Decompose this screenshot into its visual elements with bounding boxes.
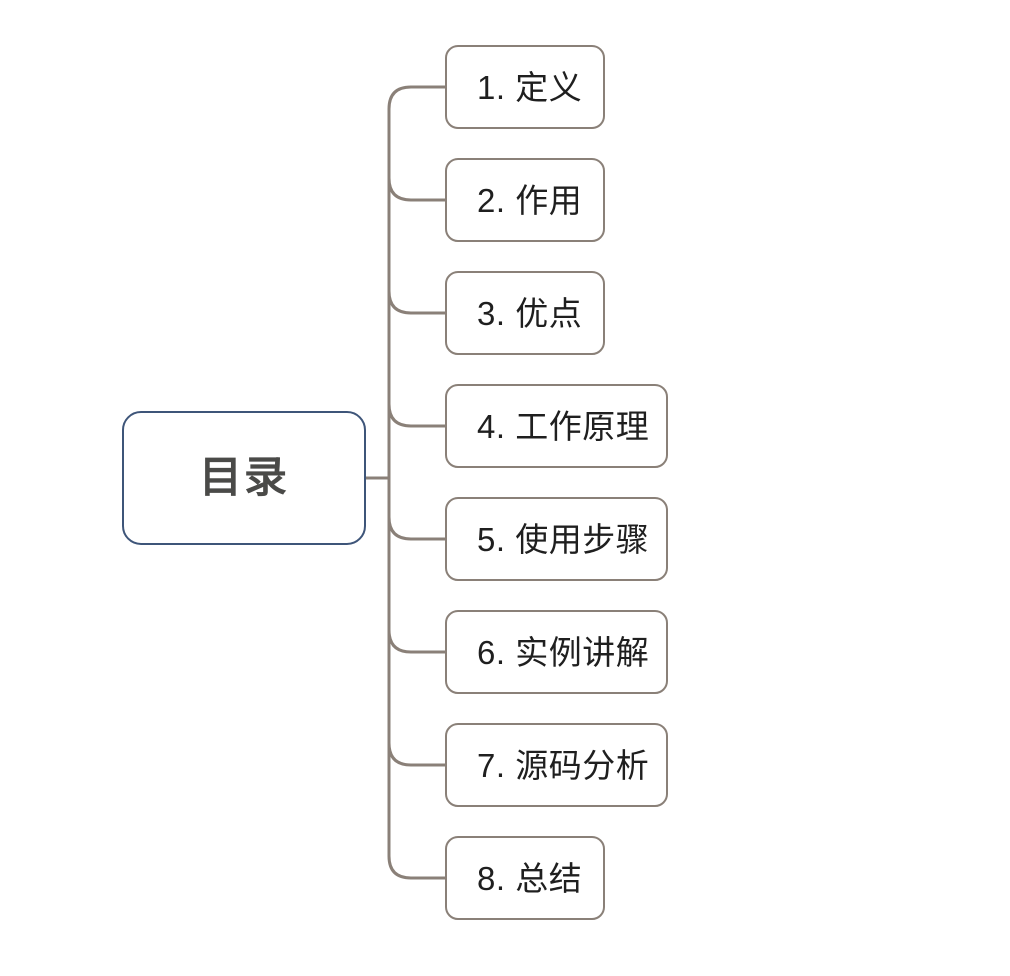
child-node-3-label: 3. 优点 bbox=[477, 294, 583, 332]
connector-branch-4 bbox=[387, 403, 445, 428]
child-node-3[interactable]: 3. 优点 bbox=[445, 271, 605, 355]
connector-branch-3 bbox=[387, 290, 445, 315]
child-node-6-label: 6. 实例讲解 bbox=[477, 633, 650, 671]
child-node-6[interactable]: 6. 实例讲解 bbox=[445, 610, 668, 694]
root-node-mulu[interactable]: 目录 bbox=[122, 411, 366, 545]
root-node-label: 目录 bbox=[199, 453, 289, 502]
child-node-8-label: 8. 总结 bbox=[477, 859, 583, 897]
child-node-2-label: 2. 作用 bbox=[477, 181, 583, 219]
child-node-7-label: 7. 源码分析 bbox=[477, 746, 650, 784]
child-node-4[interactable]: 4. 工作原理 bbox=[445, 384, 668, 468]
connector-branch-1 bbox=[387, 85, 445, 110]
child-node-7[interactable]: 7. 源码分析 bbox=[445, 723, 668, 807]
child-node-1[interactable]: 1. 定义 bbox=[445, 45, 605, 129]
connector-branch-5 bbox=[387, 516, 445, 541]
child-node-1-label: 1. 定义 bbox=[477, 68, 583, 106]
connector-branch-6 bbox=[387, 629, 445, 654]
child-node-4-label: 4. 工作原理 bbox=[477, 407, 650, 445]
child-node-8[interactable]: 8. 总结 bbox=[445, 836, 605, 920]
child-node-2[interactable]: 2. 作用 bbox=[445, 158, 605, 242]
child-node-5[interactable]: 5. 使用步骤 bbox=[445, 497, 668, 581]
connector-branch-7 bbox=[387, 742, 445, 767]
connector-branch-8 bbox=[387, 855, 445, 880]
child-node-5-label: 5. 使用步骤 bbox=[477, 520, 650, 558]
connector-branch-2 bbox=[387, 177, 445, 202]
